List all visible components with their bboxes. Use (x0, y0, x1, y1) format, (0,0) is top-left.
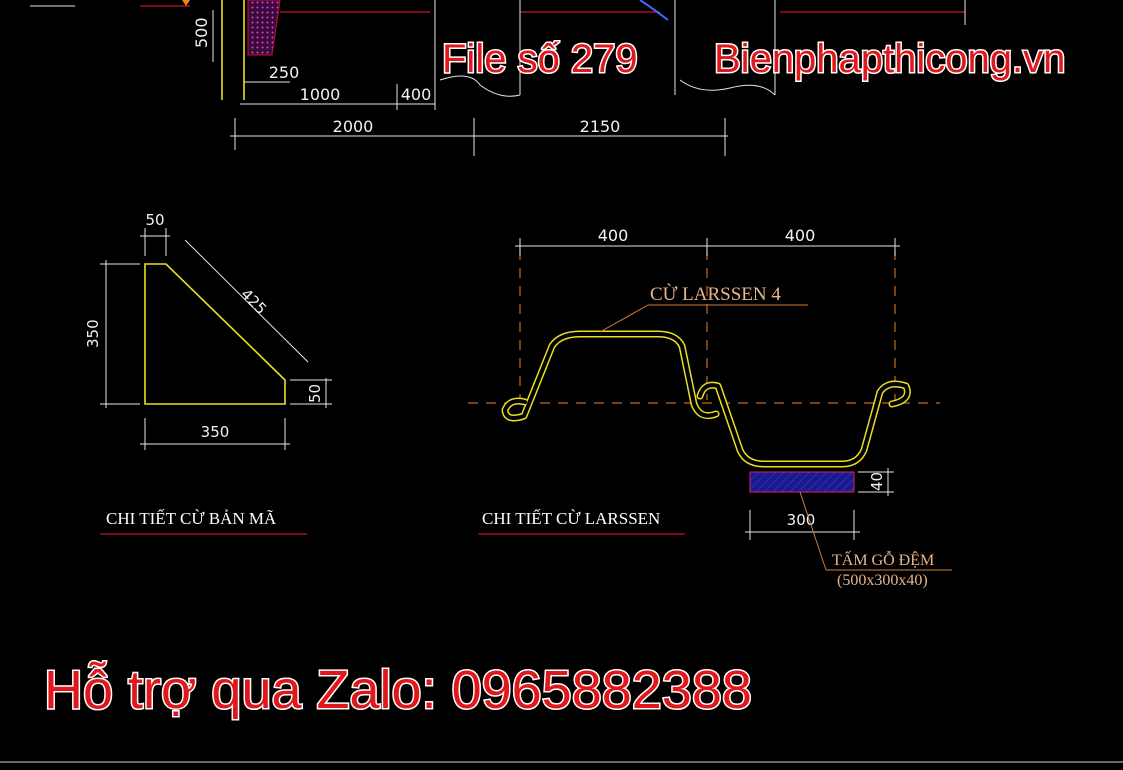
dim-2000: 2000 (333, 117, 374, 136)
dim-diagonal-line (184, 239, 309, 363)
larssen-title: CHI TIẾT CỪ LARSSEN (482, 509, 660, 528)
dim-top-50: 50 (145, 211, 164, 229)
dim-larssen-right-400: 400 (785, 226, 816, 245)
pad-leader-diag (799, 491, 827, 571)
site-watermark: Bienphapthicong.vn (714, 37, 1065, 81)
ban-ma-title: CHI TIẾT CỪ BẢN MÃ (106, 509, 277, 528)
larssen-pile-left (501, 330, 720, 422)
break-curve-1 (439, 75, 521, 97)
dim-1000: 1000 (300, 85, 341, 104)
timber-pad (749, 471, 855, 493)
pad-label: TẤM GỖ ĐỆM (832, 549, 934, 569)
dim-base-350: 350 (201, 423, 230, 441)
break-curve-2 (679, 79, 776, 96)
dim-larssen-left-400: 400 (598, 226, 629, 245)
larssen-leader-diag (599, 304, 649, 333)
ban-ma-outline (144, 263, 286, 405)
dim-diagonal-425: 425 (237, 285, 270, 318)
dim-2150: 2150 (580, 117, 621, 136)
larssen-pile-right (696, 380, 911, 468)
pad-size: (500x300x40) (837, 572, 928, 589)
top-elevation: 500 250 1000 400 2000 2150 (30, 0, 966, 156)
level-marker-icon (182, 0, 190, 6)
larssen-detail: 400 400 CỪ LARSSEN 4 40 300 TẤM GỖ ĐỆM (468, 226, 952, 589)
dim-pad-height-40: 40 (868, 472, 886, 491)
dim-height-350: 350 (84, 319, 102, 348)
fill-wedge (247, 0, 281, 56)
dim-right-50: 50 (306, 384, 324, 403)
dim-400-top: 400 (401, 85, 432, 104)
support-watermark: Hỗ trợ qua Zalo: 0965882388 (44, 660, 752, 720)
ban-ma-detail: 50 425 350 350 50 CHI TIẾT CỪ BẢN MÃ (84, 211, 332, 535)
file-number-watermark: File số 279 (442, 37, 638, 81)
dim-500: 500 (192, 17, 211, 48)
dim-250: 250 (269, 63, 300, 82)
blue-arc (639, 0, 669, 21)
larssen-label: CỪ LARSSEN 4 (650, 283, 781, 305)
